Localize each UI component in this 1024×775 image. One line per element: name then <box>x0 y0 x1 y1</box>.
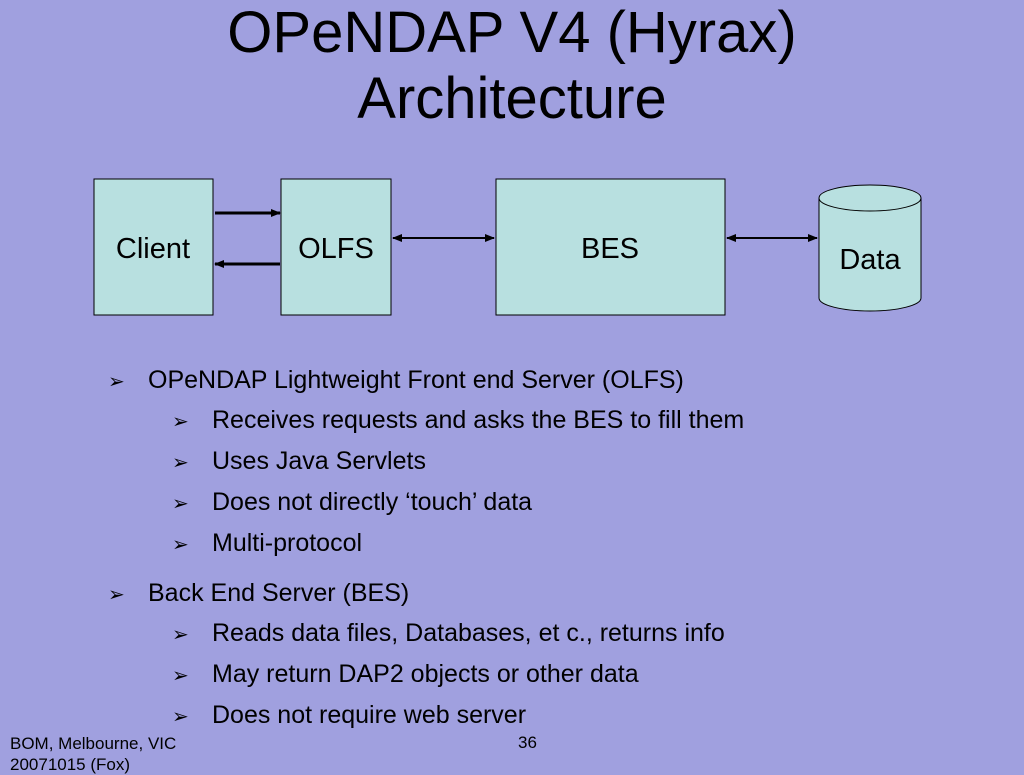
slide-title: OPeNDAP V4 (Hyrax) Architecture <box>0 0 1024 132</box>
list-item: ➢Receives requests and asks the BES to f… <box>172 405 744 437</box>
bullet-arrow-icon: ➢ <box>172 452 189 474</box>
data-label: Data <box>839 244 901 276</box>
list-item: ➢Does not directly ‘touch’ data <box>172 487 532 519</box>
footer-line-1: BOM, Melbourne, VIC <box>10 734 177 753</box>
list-item: ➢Back End Server (BES) <box>108 578 409 610</box>
footer-location: BOM, Melbourne, VIC 20071015 (Fox) <box>10 733 176 775</box>
list-item: ➢Multi-protocol <box>172 528 362 560</box>
bes-label: BES <box>581 233 639 265</box>
list-item: ➢OPeNDAP Lightweight Front end Server (O… <box>108 365 684 397</box>
bullet-arrow-icon: ➢ <box>172 411 189 433</box>
footer-line-2: 20071015 (Fox) <box>10 755 131 774</box>
bes-box: BES <box>495 178 726 316</box>
client-label: Client <box>116 233 190 265</box>
bullet-arrow-icon: ➢ <box>108 584 125 606</box>
list-item: ➢Does not require web server <box>172 700 526 732</box>
data-cylinder: Data <box>818 184 922 312</box>
list-item: ➢May return DAP2 objects or other data <box>172 659 639 691</box>
olfs-box: OLFS <box>280 178 392 316</box>
bullet-arrow-icon: ➢ <box>172 665 189 687</box>
architecture-diagram: Client OLFS BES Data <box>93 178 922 316</box>
list-item: ➢Reads data files, Databases, et c., ret… <box>172 618 725 650</box>
bullet-arrow-icon: ➢ <box>172 706 189 728</box>
client-box: Client <box>93 178 214 316</box>
bullet-arrow-icon: ➢ <box>172 624 189 646</box>
olfs-label: OLFS <box>298 233 374 265</box>
page-number: 36 <box>518 733 537 752</box>
title-line-1: OPeNDAP V4 (Hyrax) <box>227 0 797 65</box>
bullet-arrow-icon: ➢ <box>172 493 189 515</box>
list-item: ➢Uses Java Servlets <box>172 446 426 478</box>
title-line-2: Architecture <box>357 66 667 131</box>
bullet-arrow-icon: ➢ <box>108 371 125 393</box>
bullet-arrow-icon: ➢ <box>172 534 189 556</box>
